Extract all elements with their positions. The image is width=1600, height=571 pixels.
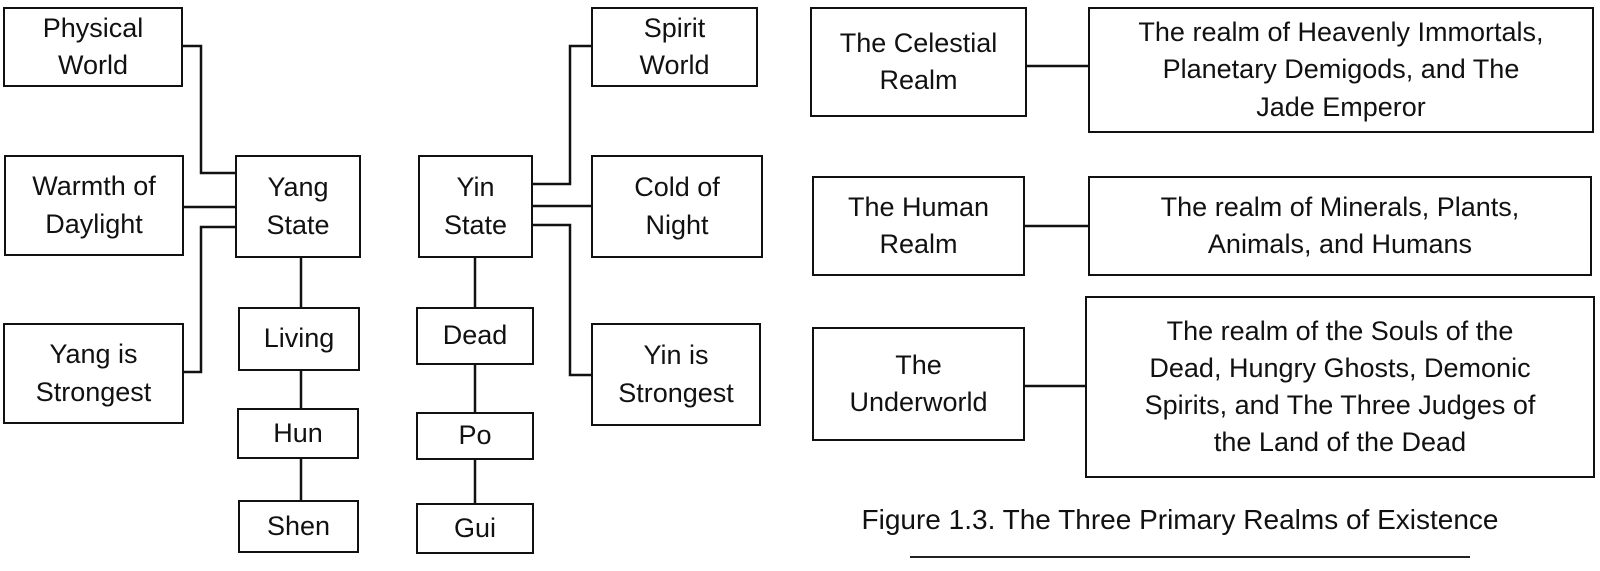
celestial-realm-description: The realm of Heavenly Immortals, Planeta… [1088, 7, 1594, 133]
human-realm-description: The realm of Minerals, Plants, Animals, … [1088, 176, 1592, 276]
dead-box: Dead [416, 307, 534, 365]
underworld-box: The Underworld [812, 327, 1025, 441]
underworld-description: The realm of the Souls of the Dead, Hung… [1085, 296, 1595, 478]
connector-physical-to-yang [183, 44, 236, 175]
celestial-realm-box: The Celestial Realm [810, 7, 1027, 117]
yin-state-box: Yin State [418, 155, 533, 258]
divider-line [910, 556, 1470, 558]
connector-yin-to-strongest [533, 223, 591, 377]
yang-is-strongest-box: Yang is Strongest [3, 323, 184, 424]
living-box: Living [238, 307, 360, 371]
cold-of-night-box: Cold of Night [591, 155, 763, 258]
gui-box: Gui [416, 503, 534, 554]
yang-state-box: Yang State [235, 155, 361, 258]
hun-box: Hun [237, 408, 359, 459]
warmth-of-daylight-box: Warmth of Daylight [4, 155, 184, 256]
connector-yin-to-spirit [533, 44, 591, 186]
po-box: Po [416, 412, 534, 460]
human-realm-box: The Human Realm [812, 176, 1025, 276]
physical-world-box: Physical World [3, 7, 183, 87]
figure-caption: Figure 1.3. The Three Primary Realms of … [861, 504, 1499, 535]
spirit-world-box: Spirit World [591, 7, 758, 87]
shen-box: Shen [238, 500, 359, 553]
connector-strongest-to-yang [183, 225, 236, 374]
yin-is-strongest-box: Yin is Strongest [591, 323, 761, 426]
